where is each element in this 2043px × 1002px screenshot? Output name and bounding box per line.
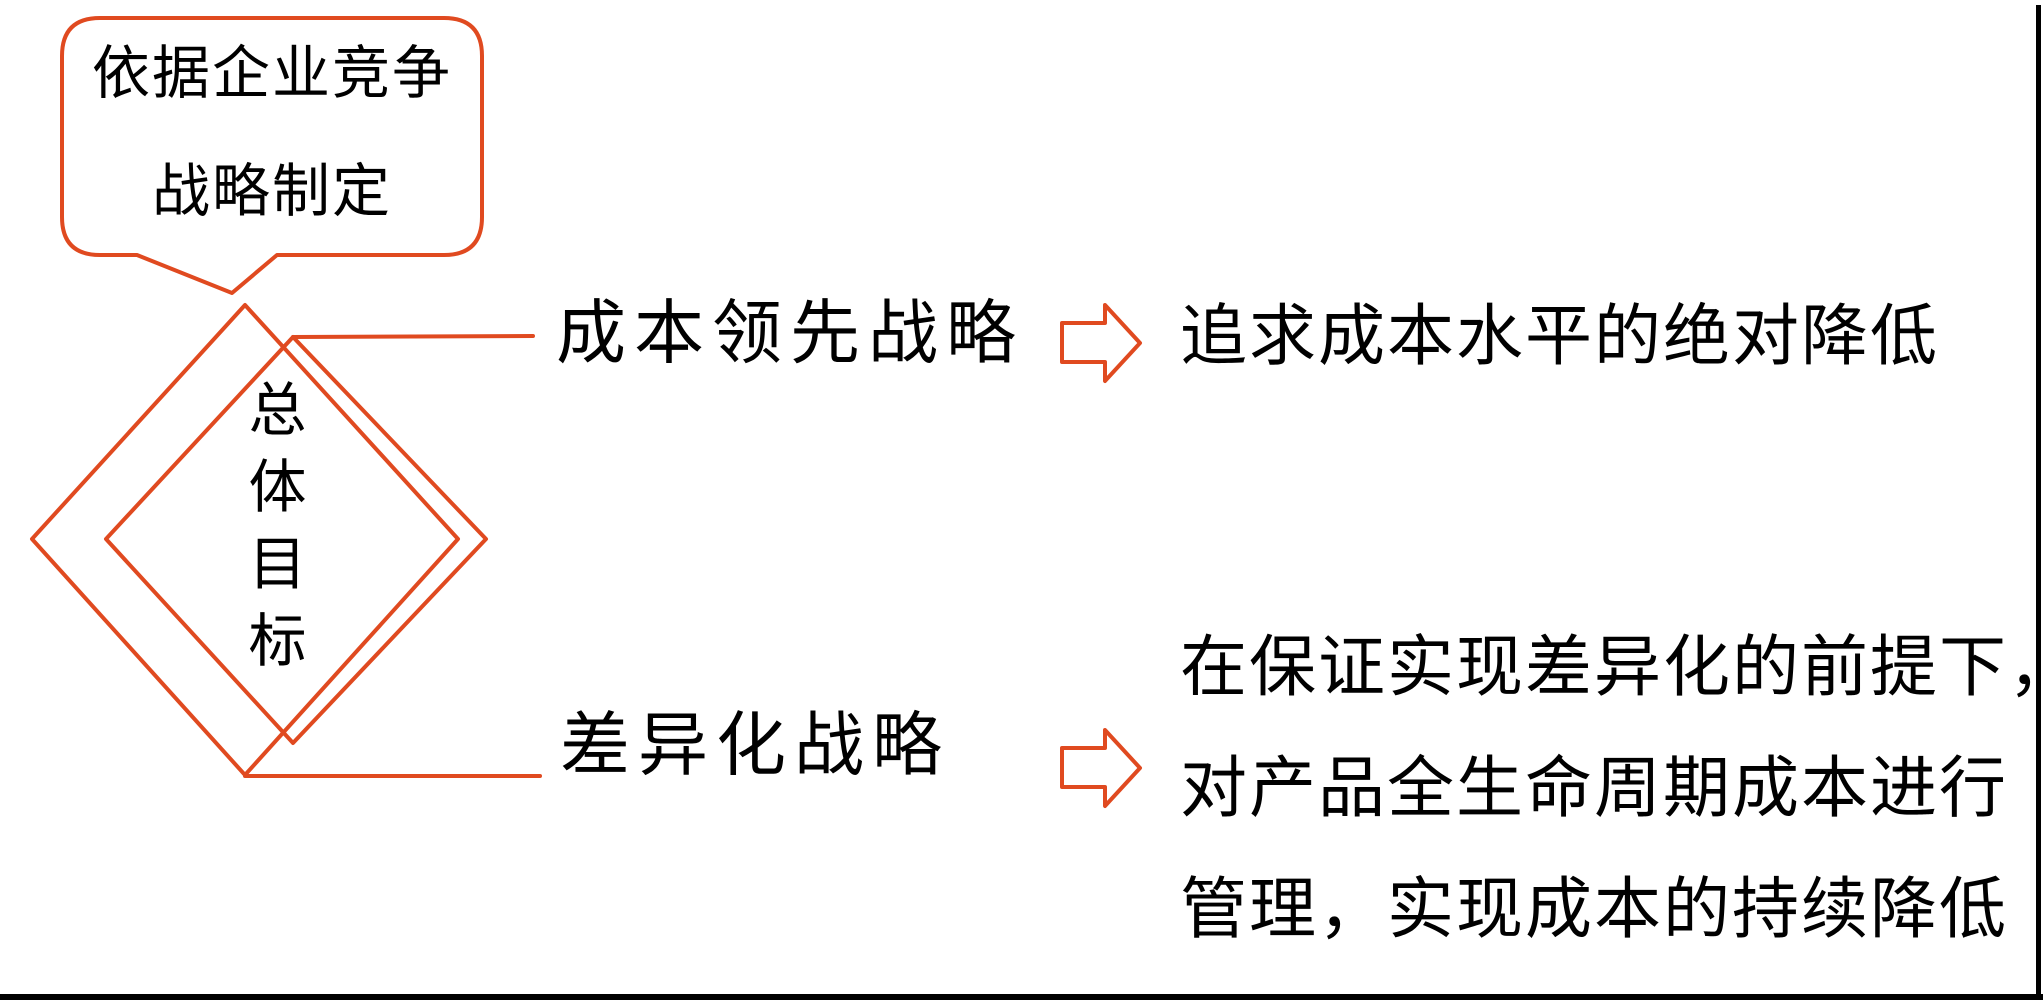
branch-label-cost-leadership: 成本领先战略 xyxy=(556,296,1024,373)
diamond-back-outline xyxy=(30,303,460,777)
branch-result-differentiation-line2: 对产品全生命周期成本进行 xyxy=(1180,752,2008,826)
connector-line-cost-leadership xyxy=(291,334,535,339)
frame-border-right xyxy=(2036,5,2041,1000)
branch-result-differentiation: 在保证实现差异化的前提下， 对产品全生命周期成本进行 管理，实现成本的持续降低 xyxy=(1180,608,2043,971)
branch-result-differentiation-line3: 管理，实现成本的持续降低 xyxy=(1180,873,2008,947)
diamond-front-outline xyxy=(104,335,488,745)
branch-result-differentiation-line1: 在保证实现差异化的前提下， xyxy=(1180,631,2043,705)
speech-bubble-line1: 依据企业竞争 xyxy=(91,41,452,106)
right-block-arrow-icon xyxy=(1060,303,1142,383)
speech-bubble-line2: 战略制定 xyxy=(151,159,392,224)
speech-bubble-text: 依据企业竞争 战略制定 xyxy=(62,44,482,222)
branch-label-differentiation: 差异化战略 xyxy=(560,708,950,785)
speech-bubble-shape xyxy=(60,16,484,295)
branch-result-cost-leadership: 追求成本水平的绝对降低 xyxy=(1180,300,1939,374)
diamond-label: 总体目标 xyxy=(248,378,307,674)
frame-border-bottom xyxy=(0,994,2043,1000)
right-block-arrow-icon xyxy=(1060,728,1142,808)
